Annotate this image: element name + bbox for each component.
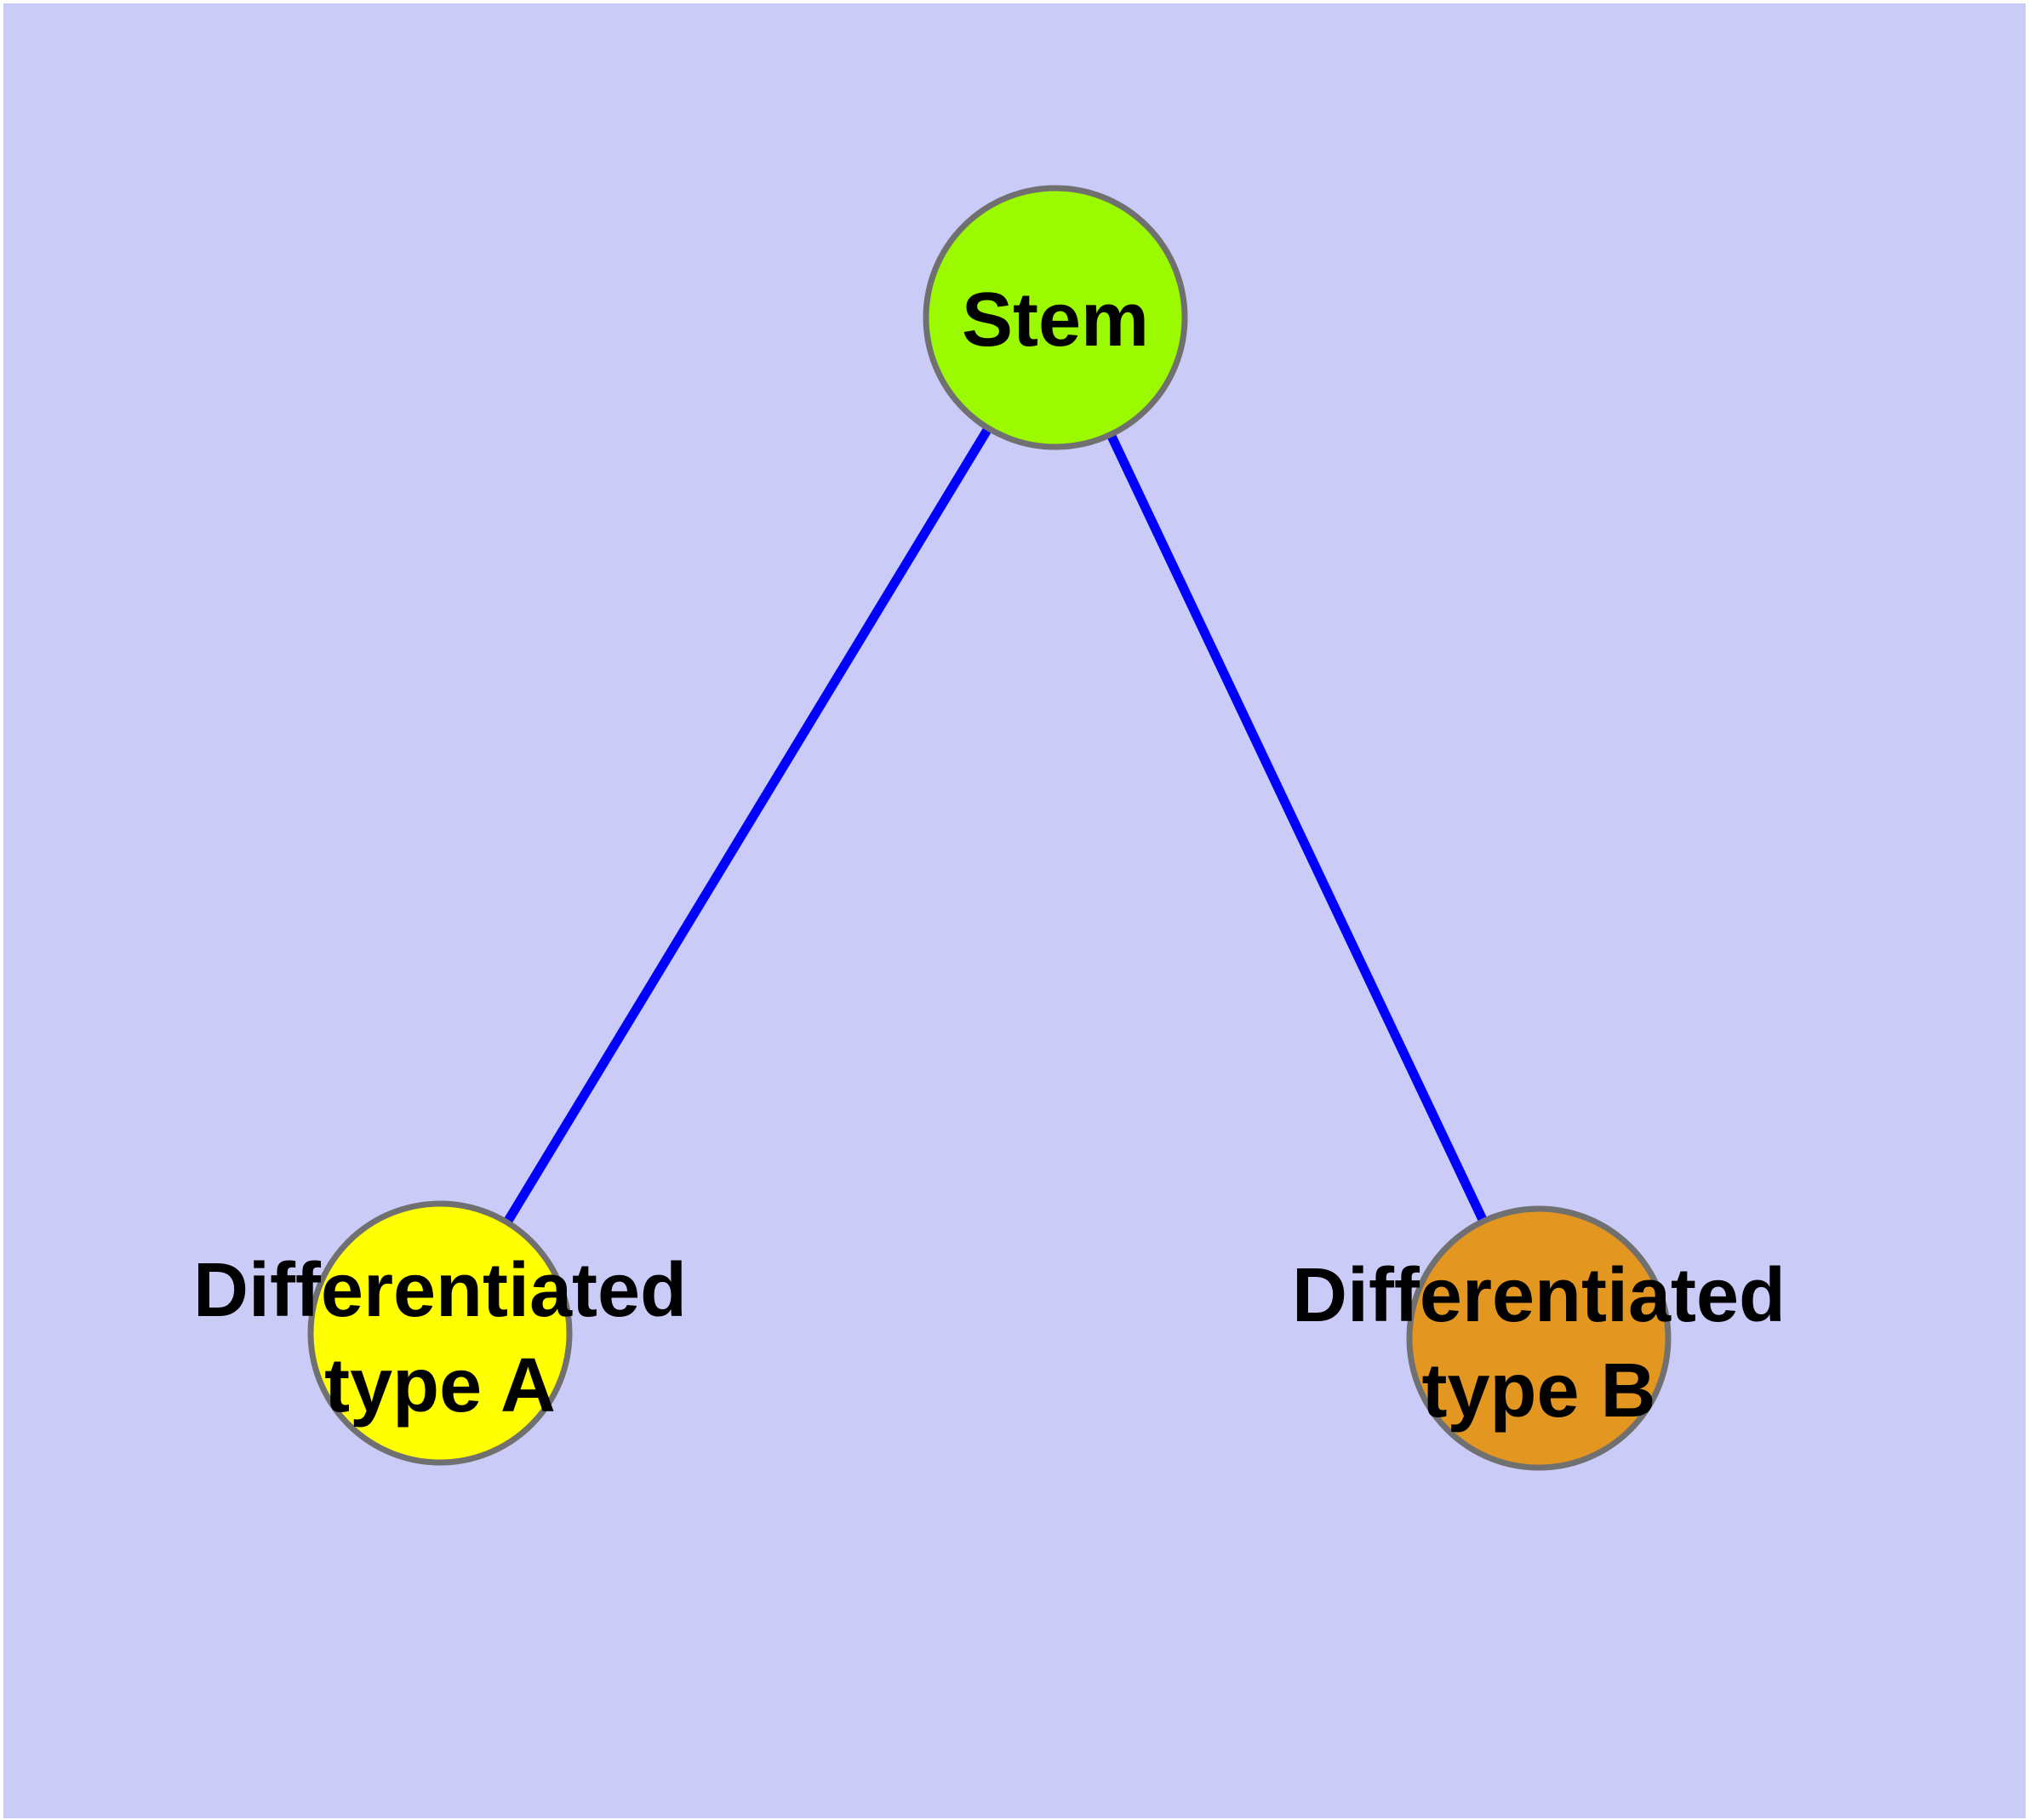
node-differentiated-type-a: Differentiated type A: [193, 1200, 687, 1466]
edge-stem-to-typeB: [1051, 315, 1543, 1341]
type-b-node-label-line1: Differentiated: [1292, 1253, 1786, 1338]
node-differentiated-type-b: Differentiated type B: [1292, 1205, 1786, 1471]
node-stem: Stem: [923, 185, 1188, 450]
edge-stem-to-typeA: [436, 315, 1060, 1336]
type-b-node-label-line2: type B: [1421, 1348, 1655, 1434]
type-a-node-circle: [307, 1200, 573, 1466]
type-b-node-circle: [1406, 1205, 1672, 1471]
type-a-node-label-line2: type A: [324, 1343, 556, 1428]
stem-node-label: Stem: [962, 278, 1149, 363]
stem-node-circle: [923, 185, 1188, 450]
type-a-node-label-line1: Differentiated: [193, 1248, 687, 1333]
